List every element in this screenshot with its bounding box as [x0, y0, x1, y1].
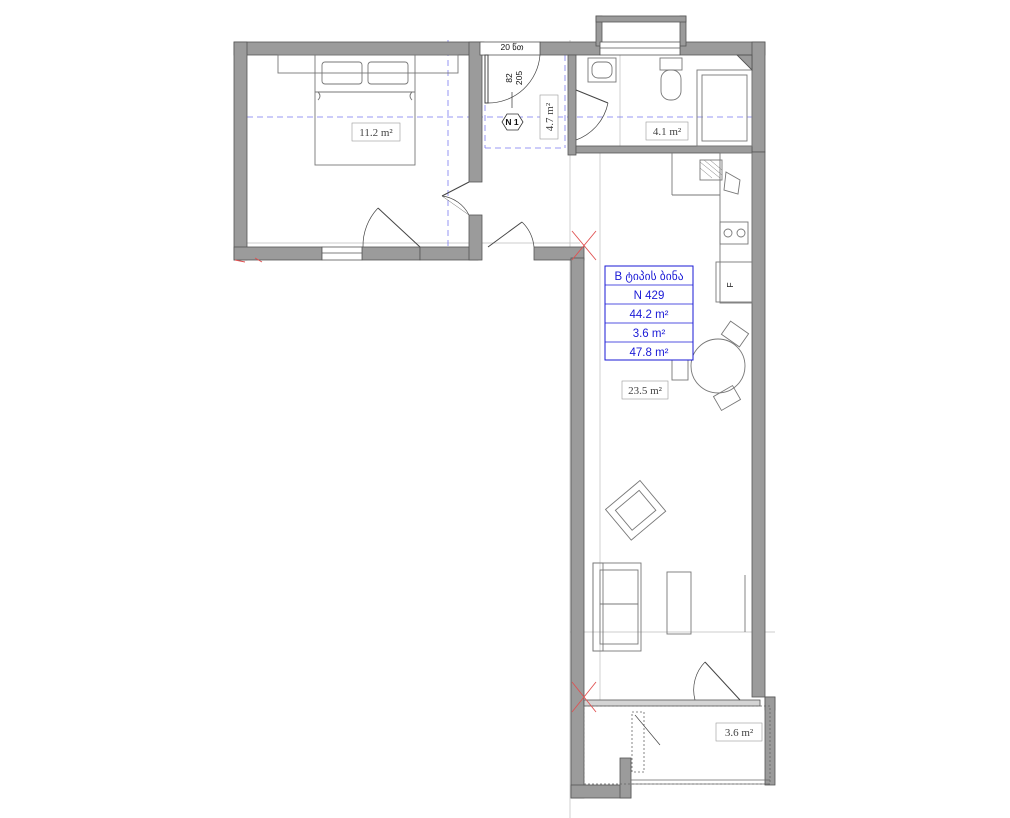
info-apartment-number: N 429	[634, 290, 665, 302]
svg-text:N 1: N 1	[505, 117, 519, 127]
svg-text:23.5 m²: 23.5 m²	[628, 385, 663, 397]
info-apartment-type: B ტიპის ბინა	[614, 269, 683, 283]
svg-text:4.1 m²: 4.1 m²	[653, 126, 682, 138]
sofa	[592, 562, 746, 652]
fridge-label: F	[725, 282, 735, 287]
room-label-balcony: 3.6 m²	[715, 722, 763, 742]
kitchen	[671, 152, 753, 304]
construction-lines	[237, 40, 775, 818]
dimension-annotations: 20 წთ 82 205	[500, 42, 524, 108]
dim-a-label: 82	[504, 73, 514, 83]
bed	[277, 54, 459, 166]
info-total-area: 47.8 m²	[630, 347, 669, 359]
info-main-area: 44.2 m²	[630, 309, 669, 321]
axis-lines	[237, 40, 765, 250]
room-label-living: 23.5 m²	[621, 380, 669, 400]
armchair	[604, 479, 667, 541]
north-marker: N 1	[501, 113, 524, 131]
room-label-hall: 4.7 m²	[539, 94, 559, 140]
walls	[233, 15, 776, 799]
column-markers	[234, 230, 597, 713]
dim-b-label: 205	[514, 71, 524, 85]
info-balcony-area: 3.6 m²	[633, 328, 666, 340]
balcony	[583, 705, 771, 785]
dim-top-label: 20 წთ	[500, 42, 523, 52]
svg-text:11.2 m²: 11.2 m²	[359, 127, 393, 139]
bathroom-fixtures	[587, 54, 753, 147]
svg-text:4.7 m²: 4.7 m²	[544, 102, 556, 131]
doors	[362, 54, 741, 746]
apartment-info-table: B ტიპის ბინა N 429 44.2 m² 3.6 m² 47.8 m…	[604, 265, 694, 361]
room-label-bathroom: 4.1 m²	[645, 121, 689, 141]
room-label-bedroom: 11.2 m²	[351, 122, 401, 142]
window-sills	[321, 41, 681, 261]
dining-set	[671, 320, 750, 412]
svg-text:3.6 m²: 3.6 m²	[725, 727, 754, 739]
